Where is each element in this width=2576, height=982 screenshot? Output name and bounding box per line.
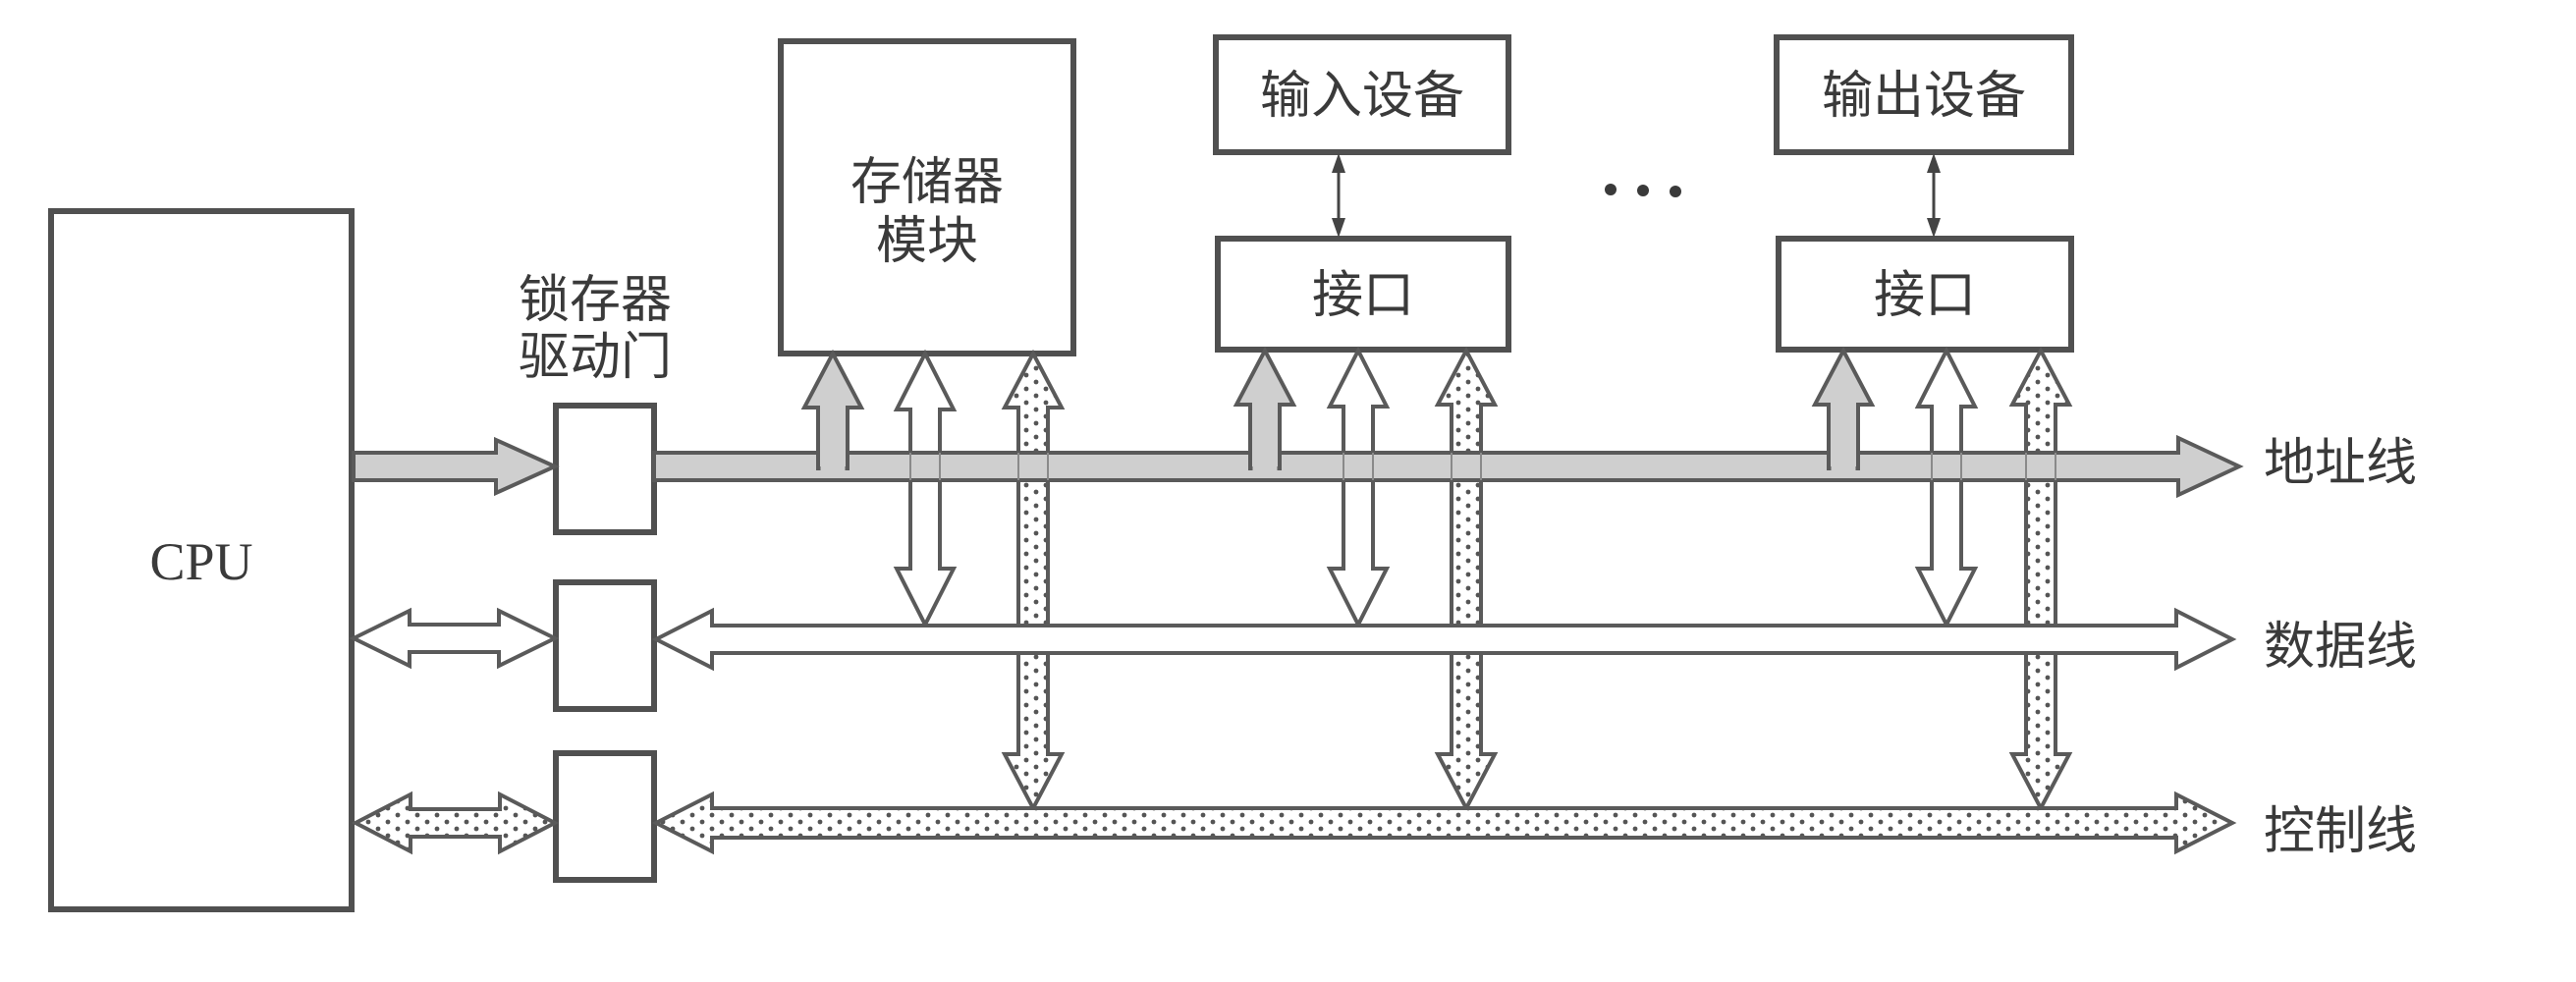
arrowhead-down-icon [1332,218,1345,238]
more-devices-ellipsis [1605,184,1681,197]
data-bus-arrow [651,607,2237,672]
cpu-box [48,208,355,912]
interface-box-input [1215,236,1511,353]
address-bus-arrow [652,434,2244,499]
input-interface-control-branch-arrow [1434,346,1499,813]
memory-label-line1: 存储器 [850,153,1004,212]
cpu-latch-address-arrow [352,436,560,497]
latch-box-address [553,403,657,535]
output-interface-data-branch-arrow [1914,346,1979,629]
address-branch-joint [1831,450,1856,481]
latch-box-data [553,579,657,712]
device-interface-link-input [1332,153,1345,238]
arrowhead-up-icon [1927,153,1941,173]
cpu-latch-control-arrow [351,791,560,855]
memory-module: 存储器 模块 [778,38,1076,356]
latch-label-line2: 驱动门 [519,328,672,387]
interface-label-input: 接口 [1312,266,1414,325]
arrowhead-down-icon [1927,218,1941,238]
control-bus-arrow [651,791,2237,855]
device-interface-link-output [1927,153,1941,238]
bus-lines [349,346,2244,855]
input-device-box [1213,34,1511,155]
input-interface-data-branch-arrow [1326,346,1391,629]
interface-label-output: 接口 [1874,266,1976,325]
latch-box-control [553,750,657,883]
output-device-group: 输出设备 接口 [1774,34,2074,353]
address-branch-joint [1252,450,1278,481]
address-bus-label: 地址线 [2264,434,2417,493]
memory-data-branch-arrow [893,349,958,629]
interface-box-output [1776,236,2074,353]
address-branch-joint [820,450,846,481]
input-device-group: 输入设备 接口 [1213,34,1511,353]
latch-label: 锁存器 驱动门 [519,271,672,387]
output-device-label: 输出设备 [1822,67,2026,126]
arrowhead-up-icon [1332,153,1345,173]
cpu-latch-data-arrow [349,607,560,670]
output-interface-control-branch-arrow [2008,346,2073,813]
output-device-box [1774,34,2074,155]
control-bus-label: 控制线 [2264,802,2417,861]
input-device-label: 输入设备 [1260,67,1464,126]
cpu-block: CPU [48,208,355,912]
memory-label-line2: 模块 [876,212,978,271]
cpu-label: CPU [149,532,252,591]
data-bus-label: 数据线 [2264,618,2417,677]
latch-label-line1: 锁存器 [519,271,672,330]
memory-box [778,38,1076,356]
memory-control-branch-arrow [1001,349,1066,813]
